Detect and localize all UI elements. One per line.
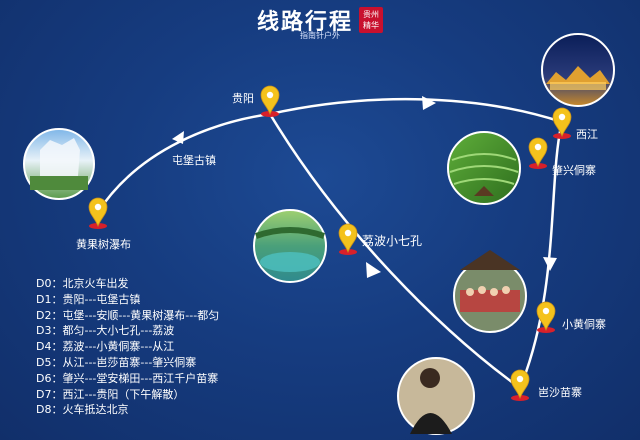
place-label-xiaohuang: 小黄侗寨 [562, 318, 606, 331]
photo-xiaohuang-group [453, 250, 527, 333]
itinerary-list: D0：北京火车出发 D1：贵阳---屯堡古镇 D2：屯堡---安顺---黄果树瀑… [36, 276, 219, 418]
route-basha-to-guiyang [268, 113, 521, 390]
place-label-tunpu: 屯堡古镇 [172, 154, 216, 167]
photo-xijiang-night [541, 33, 615, 107]
route-arrow-icon [172, 131, 184, 144]
itinerary-item: D2：屯堡---安顺---黄果树瀑布---都匀 [36, 308, 220, 322]
itinerary-item: D0：北京火车出发 [36, 277, 129, 290]
photo-huangguoshu-waterfall [23, 128, 95, 200]
route-guiyang-to-xijiang [269, 97, 563, 124]
itinerary-item: D1：贵阳---屯堡古镇 [36, 292, 141, 306]
place-label-basha: 岜沙苗寨 [538, 386, 582, 399]
photo-terrace-fields [447, 131, 521, 205]
itinerary-item: D7：西江---贵阳（下午解散） [36, 387, 185, 401]
place-label-guiyang: 贵阳 [232, 92, 254, 105]
route-arrow-icon [366, 262, 381, 278]
route-xijiang-to-basha [518, 121, 564, 389]
place-label-libo: 荔波小七孔 [362, 234, 423, 248]
map-pin-icon [528, 137, 548, 169]
itinerary-item: D4：荔波---小黄侗寨---从江 [36, 340, 175, 354]
map-pin-icon [510, 369, 530, 401]
itinerary-item: D6：肇兴---堂安梯田---西江千户苗寨 [36, 371, 219, 385]
itinerary-item: D5：从江---岜莎苗寨---肇兴侗寨 [36, 355, 197, 369]
title-seal: 贵州精华 [359, 7, 383, 33]
map-pin-icon [338, 223, 358, 255]
itinerary-item: D3：都匀---大小七孔---荔波 [36, 324, 175, 338]
photo-basha-man [397, 357, 475, 435]
map-pin-icon [536, 301, 556, 333]
place-label-xijiang: 西江 [576, 128, 598, 141]
route-arrow-icon [543, 257, 557, 271]
map-pin-icon [260, 85, 280, 117]
header: 线路行程贵州精华 [0, 4, 640, 36]
itinerary-item: D8：火车抵达北京 [36, 403, 129, 417]
page-title: 线路行程 [256, 9, 353, 35]
map-pin-icon [552, 107, 572, 139]
photo-libo-lake [253, 209, 327, 283]
route-arrow-icon [422, 96, 436, 110]
place-label-zhaoxing: 肇兴侗寨 [552, 164, 596, 177]
map-pin-icon [88, 197, 108, 229]
page-subtitle: 指南针户外 [300, 31, 340, 40]
place-label-huangguoshu: 黄果树瀑布 [76, 238, 131, 251]
